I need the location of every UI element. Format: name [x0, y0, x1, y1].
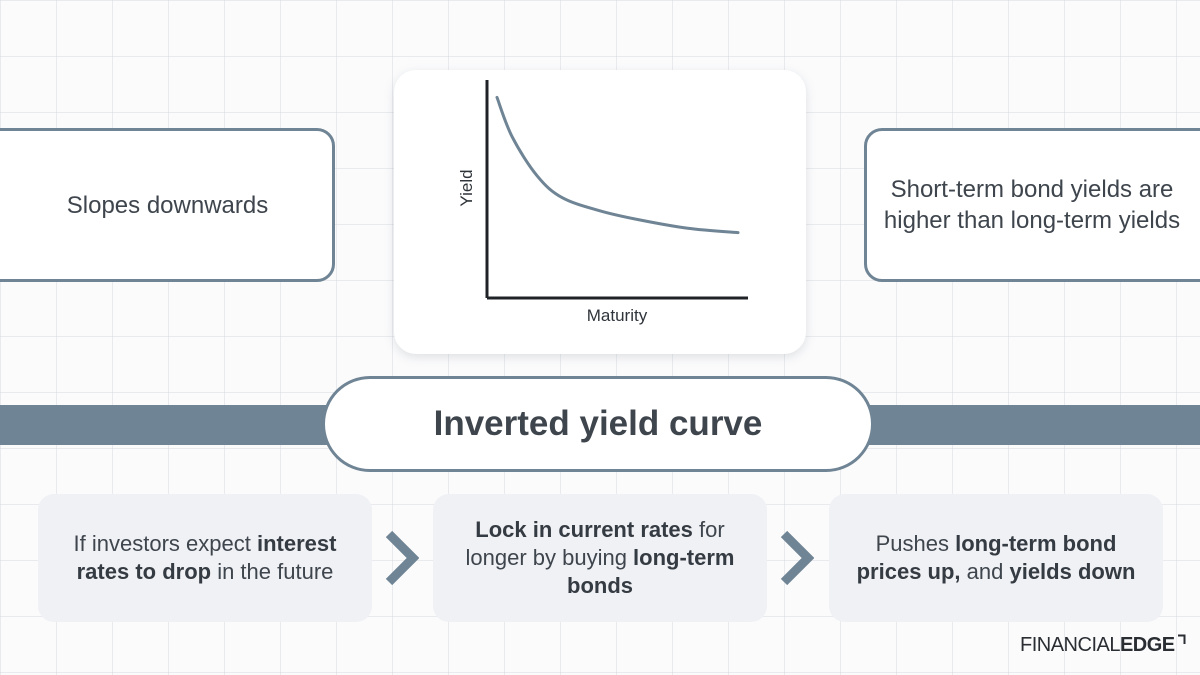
step-1-text-part-3: in the future — [211, 559, 334, 584]
right-description-box: Short-term bond yields are higher than l… — [864, 128, 1200, 282]
step-3-text-part-1: Pushes — [875, 531, 956, 556]
chevron-right-icon — [780, 530, 814, 586]
x-axis-label: Maturity — [587, 306, 648, 325]
step-1-text: If investors expect interest rates to dr… — [56, 530, 354, 586]
step-3-box: Pushes long-term bond prices up, and yie… — [829, 494, 1163, 622]
step-1-box: If investors expect interest rates to dr… — [38, 494, 372, 622]
page-title: Inverted yield curve — [433, 404, 763, 443]
step-1-text-part-1: If investors expect — [73, 531, 257, 556]
yield-curve-line — [495, 95, 740, 235]
yield-curve-chart: Maturity Yield — [457, 80, 748, 325]
step-3-text-part-3: and — [960, 559, 1010, 584]
title-pill: Inverted yield curve — [322, 376, 874, 472]
logo-text-edge: EDGE — [1119, 634, 1175, 656]
right-description-text: Short-term bond yields are higher than l… — [883, 176, 1181, 234]
step-3-text: Pushes long-term bond prices up, and yie… — [847, 530, 1145, 586]
step-2-text-part-2: for longer by buying — [465, 517, 725, 570]
chevron-right-icon — [385, 530, 419, 586]
step-2-text-part-3: long-term bonds — [567, 545, 735, 598]
left-description-text: Slopes downwards — [66, 191, 269, 219]
step-2-text: Lock in current rates for longer by buyi… — [451, 516, 749, 600]
logo-text-financial: FINANCIAL — [1020, 634, 1120, 656]
step-3-text-part-2: long-term bond prices up, — [856, 531, 1117, 584]
step-2-text-part-1: Lock in current rates — [475, 517, 693, 542]
step-3-text-part-4: yields down — [1009, 559, 1136, 584]
left-description-box: Slopes downwards — [0, 128, 335, 282]
step-2-box: Lock in current rates for longer by buyi… — [433, 494, 767, 622]
logo-corner-icon — [1177, 634, 1186, 644]
yield-curve-chart-card: Maturity Yield — [394, 70, 806, 354]
y-axis-label: Yield — [457, 169, 476, 206]
step-1-text-part-2: interest rates to drop — [76, 531, 337, 584]
